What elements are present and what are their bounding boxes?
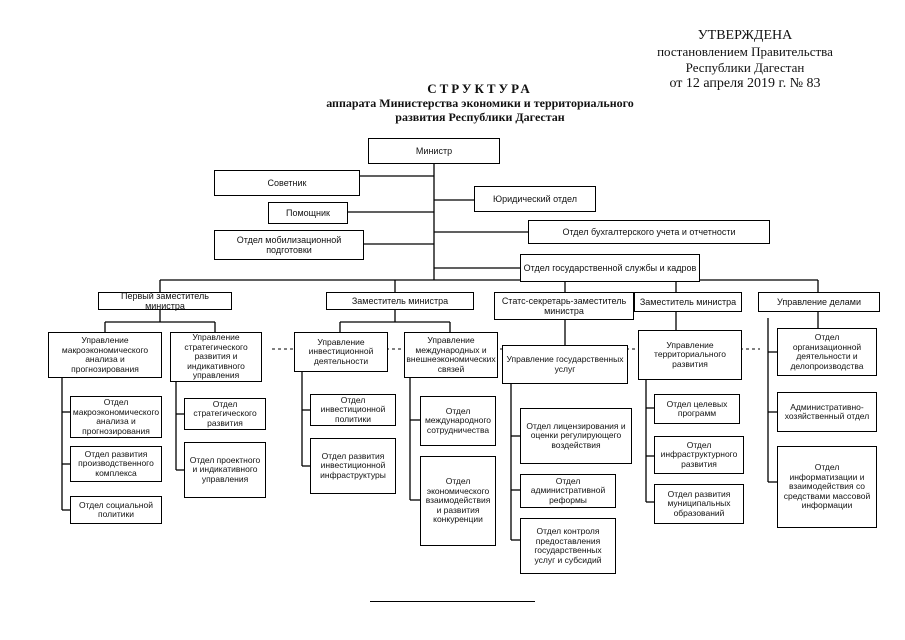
licensing-dept-box: Отдел лицензирования и оценки регулирующ…: [520, 408, 632, 464]
project-management-dept-box: Отдел проектного и индикативного управле…: [184, 442, 266, 498]
approval-stamp: УТВЕРЖДЕНА постановлением Правительства …: [600, 28, 890, 92]
administrative-reform-dept-box: Отдел административной реформы: [520, 474, 616, 508]
title-line-3: развития Республики Дагестан: [395, 110, 565, 124]
title-structure: СТРУКТУРА: [427, 81, 533, 96]
state-secretary-box: Статс-секретарь-заместитель министра: [494, 292, 634, 320]
mobilization-dept-box: Отдел мобилизационной подготовки: [214, 230, 364, 260]
minister-box: Министр: [368, 138, 500, 164]
administrative-economic-dept-box: Административно-хозяйственный отдел: [777, 392, 877, 432]
deputy-minister-box-1: Заместитель министра: [326, 292, 474, 310]
public-services-management-box: Управление государственных услуг: [502, 345, 628, 384]
affairs-management-box: Управление делами: [758, 292, 880, 312]
economic-interaction-dept-box: Отдел экономического взаимодействия и ра…: [420, 456, 496, 546]
approval-date: от 12 апреля 2019 г. № 83: [669, 76, 821, 91]
investment-policy-dept-box: Отдел инвестиционной политики: [310, 394, 396, 426]
approval-resolution: постановлением Правительства: [657, 44, 833, 59]
civil-service-dept-box: Отдел государственной службы и кадров: [520, 254, 700, 282]
target-programs-dept-box: Отдел целевых программ: [654, 394, 740, 424]
investment-management-box: Управление инвестиционной деятельности: [294, 332, 388, 372]
informatization-dept-box: Отдел информатизации и взаимодействия со…: [777, 446, 877, 528]
macro-management-box: Управление макроэкономического анализа и…: [48, 332, 162, 378]
document-title: СТРУКТУРА аппарата Министерства экономик…: [230, 81, 730, 125]
industry-development-dept-box: Отдел развития производственного комплек…: [70, 446, 162, 482]
legal-dept-box: Юридический отдел: [474, 186, 596, 212]
approval-republic: Республики Дагестан: [685, 60, 805, 75]
accounting-dept-box: Отдел бухгалтерского учета и отчетности: [528, 220, 770, 244]
macro-analysis-dept-box: Отдел макроэкономического анализа и прог…: [70, 396, 162, 438]
approval-approved: УТВЕРЖДЕНА: [697, 28, 793, 43]
strategic-management-box: Управление стратегического развития и ин…: [170, 332, 262, 382]
advisor-box: Советник: [214, 170, 360, 196]
territorial-management-box: Управление территориального развития: [638, 330, 742, 380]
social-policy-dept-box: Отдел социальной политики: [70, 496, 162, 524]
title-line-2: аппарата Министерства экономики и террит…: [326, 96, 634, 110]
first-deputy-box: Первый заместитель министра: [98, 291, 232, 311]
strategic-development-dept-box: Отдел стратегического развития: [184, 398, 266, 430]
international-management-box: Управление международных и внешнеэкономи…: [404, 332, 498, 378]
org-activity-dept-box: Отдел организационной деятельности и дел…: [777, 328, 877, 376]
infrastructure-development-dept-box: Отдел инфраструктурного развития: [654, 436, 744, 474]
bottom-rule: [370, 601, 535, 602]
international-cooperation-dept-box: Отдел международного сотрудничества: [420, 396, 496, 446]
municipal-development-dept-box: Отдел развития муниципальных образований: [654, 484, 744, 524]
deputy-minister-box-2: Заместитель министра: [634, 292, 742, 312]
investment-infrastructure-dept-box: Отдел развития инвестиционной инфраструк…: [310, 438, 396, 494]
assistant-box: Помощник: [268, 202, 348, 224]
services-control-dept-box: Отдел контроля предоставления государств…: [520, 518, 616, 574]
